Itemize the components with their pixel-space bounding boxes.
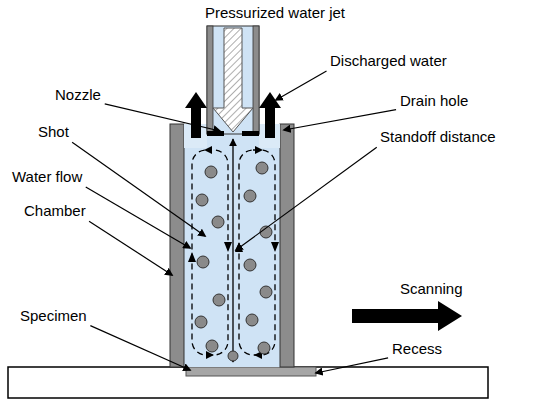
leader-line [276, 71, 327, 100]
chamber-wall [170, 124, 184, 367]
part-label: Water flow [12, 168, 82, 185]
part-label: Scanning [400, 280, 463, 297]
standoff-line [232, 139, 233, 362]
part-label: Standoff distance [380, 128, 496, 145]
part-label: Shot [38, 123, 69, 140]
part-label: Nozzle [55, 86, 101, 103]
part-label: Specimen [20, 307, 87, 324]
leader-line [90, 326, 190, 370]
leader-line [105, 104, 220, 131]
part-label: Discharged water [330, 52, 447, 69]
part-label: Chamber [24, 202, 86, 219]
discharge-arrow [185, 92, 207, 138]
leader-line [236, 147, 377, 250]
specimen-plate [8, 367, 488, 398]
leader-line [72, 142, 205, 236]
recess [186, 367, 316, 376]
part-label: Drain hole [400, 92, 468, 109]
chamber-wall [280, 124, 294, 367]
leader-line [284, 110, 396, 130]
nozzle-tip [207, 131, 224, 136]
part-label: Pressurized water jet [205, 4, 345, 21]
nozzle-wall [207, 26, 213, 134]
leader-line [86, 187, 190, 248]
scanning-arrow [352, 301, 462, 331]
part-label: Recess [392, 340, 442, 357]
leader-line [89, 221, 172, 275]
nozzle-wall [253, 26, 259, 134]
water-jet-arrow [213, 28, 253, 132]
shot-balls [195, 162, 272, 361]
nozzle [207, 26, 259, 134]
nozzle-tip [242, 131, 259, 136]
chamber-water [184, 124, 280, 367]
leader-line [316, 358, 388, 373]
